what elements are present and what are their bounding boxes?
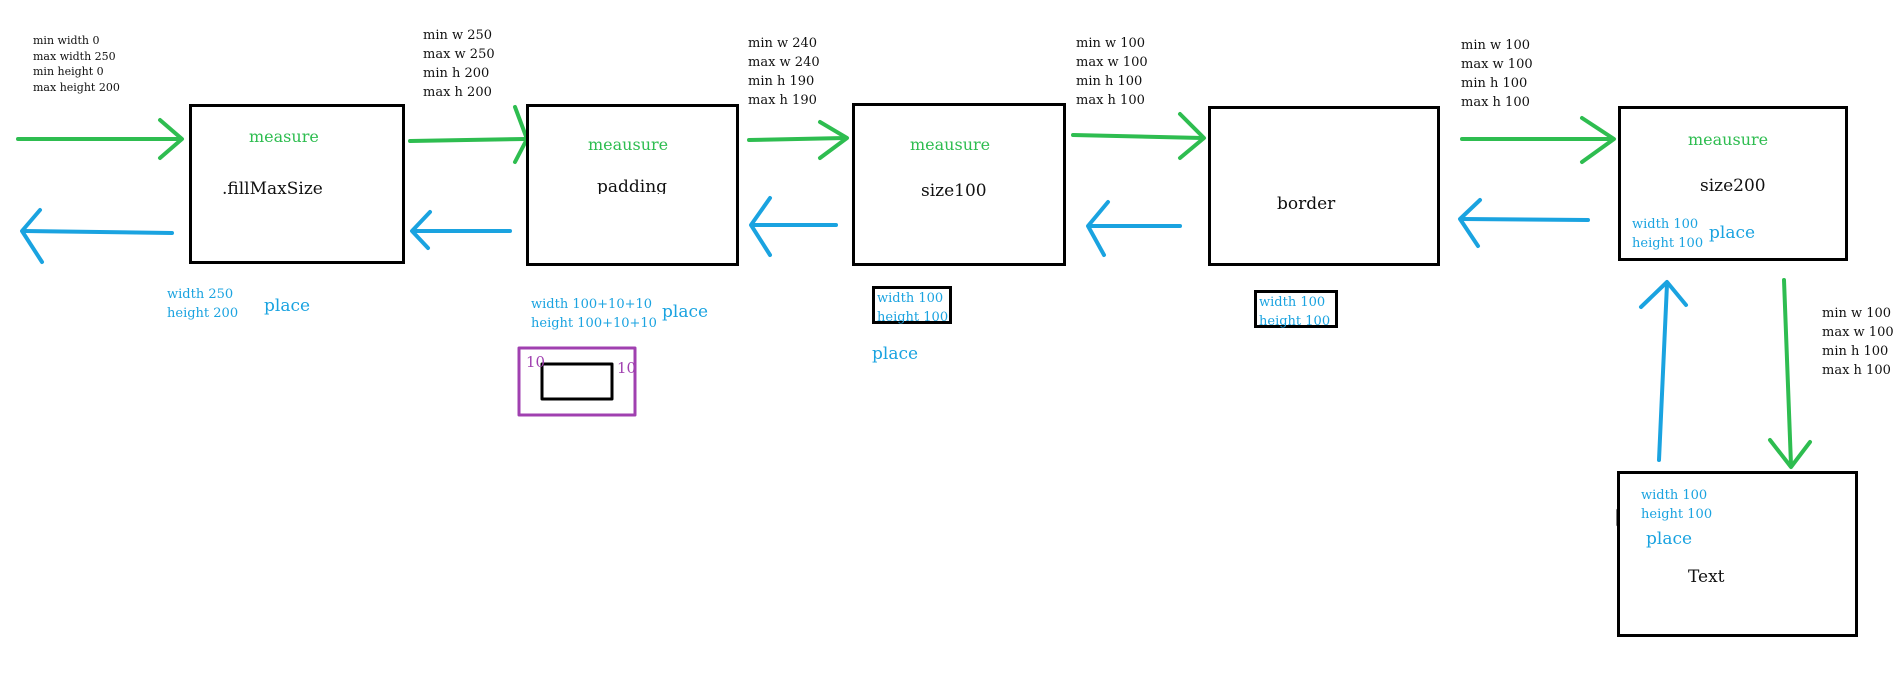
place-arrow-from-border xyxy=(1086,200,1182,257)
node-fillmaxsize-measure-label: measure xyxy=(249,127,319,146)
constraints-to-size100: min w 240 max w 240 min h 190 max h 190 xyxy=(748,34,820,110)
result-line: height 100 xyxy=(1632,236,1704,251)
padding-left-value: 10 xyxy=(526,353,546,371)
constraints-to-text: min w 100 max w 100 min h 100 max h 100 xyxy=(1822,304,1894,380)
result-line: height 100 xyxy=(1259,314,1331,329)
node-size100-result: width 100 height 100 xyxy=(872,286,952,325)
result-line: height 200 xyxy=(167,306,239,321)
constraint-line: max w 100 xyxy=(1461,57,1533,72)
result-line: width 100+10+10 xyxy=(531,297,653,312)
node-fillmaxsize-result: width 250 height 200 xyxy=(167,285,238,323)
node-border-box xyxy=(1208,106,1440,266)
node-fillmaxsize-name: .fillMaxSize xyxy=(222,179,323,199)
constraint-line: min height 0 xyxy=(33,65,104,78)
measure-arrow-input xyxy=(16,118,184,160)
constraint-line: max h 100 xyxy=(1461,95,1530,110)
result-line: height 100 xyxy=(877,310,949,325)
constraint-line: max h 200 xyxy=(423,85,492,100)
node-fillmaxsize-place-label: place xyxy=(264,296,311,316)
result-line: height 100+10+10 xyxy=(531,316,657,331)
constraint-line: min w 100 xyxy=(1822,306,1892,321)
place-arrows xyxy=(20,196,1688,462)
place-arrow-from-text xyxy=(1639,280,1688,462)
node-size100-measure-label: meausure xyxy=(910,135,991,154)
place-arrow-from-size200 xyxy=(1458,198,1590,248)
node-padding-box xyxy=(526,104,739,266)
constraint-line: max h 100 xyxy=(1076,93,1145,108)
place-arrow-from-padding xyxy=(410,210,512,250)
constraint-line: min h 100 xyxy=(1461,76,1528,91)
constraint-line: max w 100 xyxy=(1076,55,1148,70)
constraints-to-border: min w 100 max w 100 min h 100 max h 100 xyxy=(1076,34,1148,110)
constraint-line: min w 250 xyxy=(423,28,493,43)
measure-arrow-to-padding xyxy=(408,105,529,164)
node-fillmaxsize-box xyxy=(189,104,405,264)
constraints-input: min width 0 max width 250 min height 0 m… xyxy=(33,33,120,95)
measure-arrow-to-size100 xyxy=(747,120,849,160)
constraint-line: min w 100 xyxy=(1076,36,1146,51)
result-line: height 100 xyxy=(1641,507,1713,522)
node-size200-box xyxy=(1618,106,1848,261)
constraint-line: max h 190 xyxy=(748,93,817,108)
place-arrow-from-size100 xyxy=(749,196,838,257)
node-text-place-label: place xyxy=(1646,529,1693,549)
result-line: width 100 xyxy=(1641,488,1708,503)
constraint-line: min h 200 xyxy=(423,66,490,81)
constraint-line: max w 250 xyxy=(423,47,495,62)
constraint-line: min width 0 xyxy=(33,34,100,47)
node-size100-name: size100 xyxy=(921,181,987,201)
measure-arrow-to-text xyxy=(1768,278,1812,469)
constraint-line: max w 240 xyxy=(748,55,820,70)
node-padding-measure-label: meausure xyxy=(588,135,669,154)
node-padding-place-label: place xyxy=(662,302,709,322)
node-size200-measure-label: meausure xyxy=(1688,130,1769,149)
constraint-line: min h 190 xyxy=(748,74,815,89)
node-border-name: border xyxy=(1277,194,1336,214)
constraint-line: max w 100 xyxy=(1822,325,1894,340)
constraint-line: max width 250 xyxy=(33,49,116,63)
padding-inner-content xyxy=(540,362,614,401)
measure-arrows xyxy=(16,105,1812,469)
result-line: width 100 xyxy=(1632,217,1699,232)
result-line: width 100 xyxy=(1259,295,1326,310)
node-text-result: width 100 height 100 xyxy=(1641,486,1712,524)
node-padding-name: padding xyxy=(597,179,668,194)
padding-outer-frame xyxy=(517,346,637,417)
node-size200-place-label: place xyxy=(1709,223,1756,243)
measure-arrow-to-size200 xyxy=(1460,116,1616,164)
constraints-to-size200: min w 100 max w 100 min h 100 max h 100 xyxy=(1461,36,1533,112)
constraint-line: min w 100 xyxy=(1461,38,1531,53)
place-arrow-output xyxy=(20,208,174,264)
result-line: width 250 xyxy=(167,287,234,302)
constraint-line: min h 100 xyxy=(1076,74,1143,89)
constraints-to-padding: min w 250 max w 250 min h 200 max h 200 xyxy=(423,26,495,102)
measure-arrow-to-border xyxy=(1071,112,1206,160)
padding-sketch xyxy=(517,346,637,417)
node-text-box xyxy=(1617,471,1858,637)
node-size200-result: width 100 height 100 xyxy=(1632,215,1703,253)
constraint-line: min h 100 xyxy=(1822,344,1889,359)
constraint-line: min w 240 xyxy=(748,36,818,51)
result-line: width 100 xyxy=(877,291,944,306)
constraint-line: max height 200 xyxy=(33,80,120,94)
node-padding-result: width 100+10+10 height 100+10+10 xyxy=(531,295,657,333)
node-text-name: Text xyxy=(1688,567,1725,587)
node-size100-place-label: place xyxy=(872,344,919,364)
padding-right-value: 10 xyxy=(617,359,637,377)
node-size200-name: size200 xyxy=(1700,176,1766,196)
constraint-line: max h 100 xyxy=(1822,363,1891,378)
node-border-result: width 100 height 100 xyxy=(1254,290,1338,329)
node-size100-box xyxy=(852,103,1066,266)
